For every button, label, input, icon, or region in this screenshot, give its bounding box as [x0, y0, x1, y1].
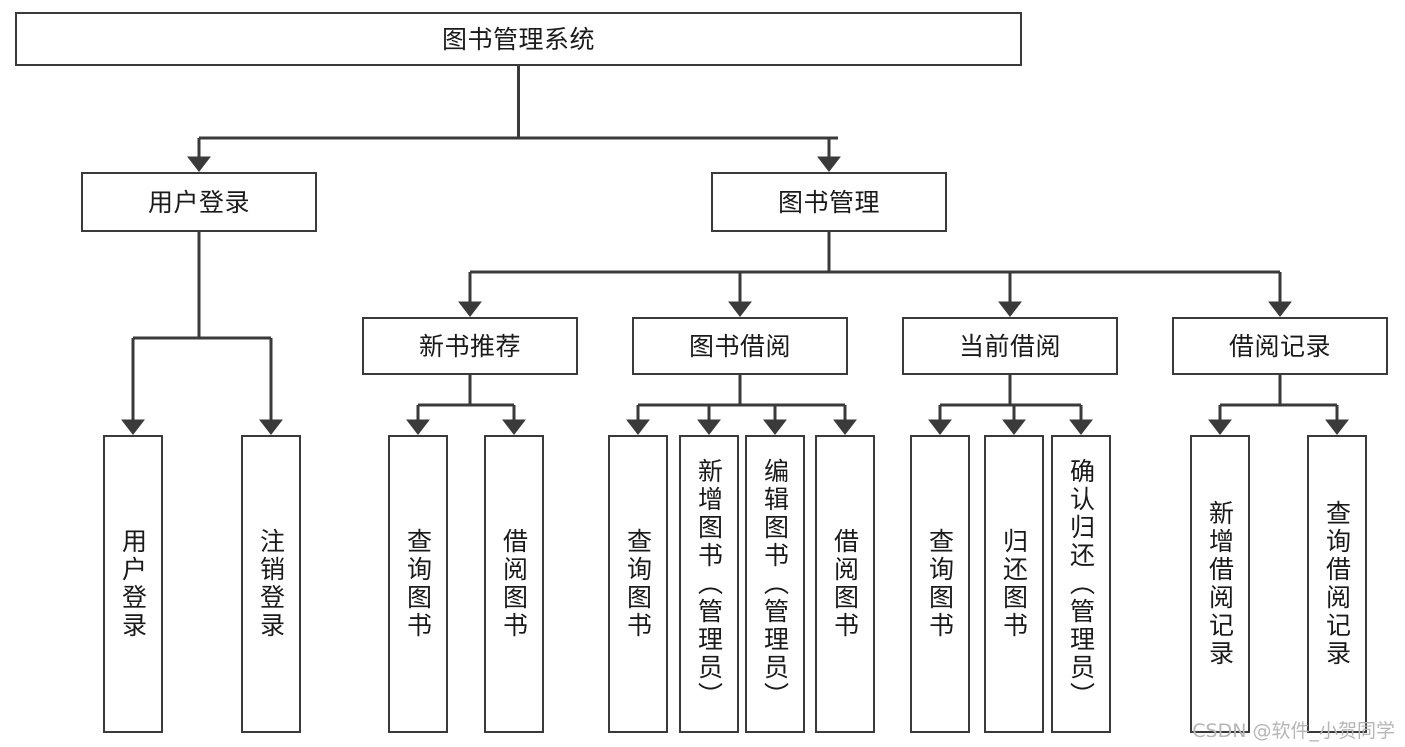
leaf-user-login-label: 用户登录 — [118, 528, 148, 640]
node-user-login-label: 用户登录 — [147, 187, 250, 217]
node-current-borrow[interactable]: 当前借阅 — [902, 317, 1118, 375]
leaf-query-book-1-label: 查询图书 — [403, 528, 433, 640]
leaf-return-book[interactable]: 归还图书 — [984, 435, 1044, 733]
node-borrow-record[interactable]: 借阅记录 — [1172, 317, 1388, 375]
leaf-user-login[interactable]: 用户登录 — [103, 435, 163, 733]
leaf-query-book-3[interactable]: 查询图书 — [910, 435, 970, 733]
watermark-text: CSDN @软件_小贺同学 — [1192, 720, 1395, 742]
leaf-logout-label: 注销登录 — [256, 528, 286, 640]
node-root[interactable]: 图书管理系统 — [15, 12, 1022, 66]
node-new-book-rec[interactable]: 新书推荐 — [362, 317, 578, 375]
leaf-confirm-return-label: 确认归还（管理员） — [1066, 458, 1096, 710]
leaf-borrow-book-2[interactable]: 借阅图书 — [815, 435, 875, 733]
node-new-book-rec-label: 新书推荐 — [418, 331, 521, 361]
leaf-borrow-book-1[interactable]: 借阅图书 — [484, 435, 544, 733]
leaf-edit-book-label: 编辑图书（管理员） — [760, 458, 790, 710]
leaf-query-book-2[interactable]: 查询图书 — [608, 435, 668, 733]
leaf-borrow-book-1-label: 借阅图书 — [499, 528, 529, 640]
leaf-logout[interactable]: 注销登录 — [241, 435, 301, 733]
leaf-add-book[interactable]: 新增图书（管理员） — [679, 435, 739, 733]
leaf-confirm-return[interactable]: 确认归还（管理员） — [1051, 435, 1111, 733]
leaf-add-record-label: 新增借阅记录 — [1205, 500, 1235, 668]
node-current-borrow-label: 当前借阅 — [958, 331, 1061, 361]
leaf-query-record-label: 查询借阅记录 — [1322, 500, 1352, 668]
leaf-add-record[interactable]: 新增借阅记录 — [1190, 435, 1250, 733]
leaf-return-book-label: 归还图书 — [999, 528, 1029, 640]
leaf-query-book-2-label: 查询图书 — [623, 528, 653, 640]
node-book-manage-label: 图书管理 — [777, 187, 880, 217]
leaf-query-book-1[interactable]: 查询图书 — [388, 435, 448, 733]
leaf-edit-book[interactable]: 编辑图书（管理员） — [745, 435, 805, 733]
leaf-borrow-book-2-label: 借阅图书 — [830, 528, 860, 640]
leaf-query-book-3-label: 查询图书 — [925, 528, 955, 640]
node-user-login[interactable]: 用户登录 — [81, 172, 317, 232]
node-book-manage[interactable]: 图书管理 — [711, 172, 947, 232]
node-borrow-record-label: 借阅记录 — [1228, 331, 1331, 361]
node-book-borrow[interactable]: 图书借阅 — [632, 317, 848, 375]
node-root-label: 图书管理系统 — [441, 24, 595, 54]
leaf-query-record[interactable]: 查询借阅记录 — [1307, 435, 1367, 733]
node-book-borrow-label: 图书借阅 — [688, 331, 791, 361]
leaf-add-book-label: 新增图书（管理员） — [694, 458, 724, 710]
